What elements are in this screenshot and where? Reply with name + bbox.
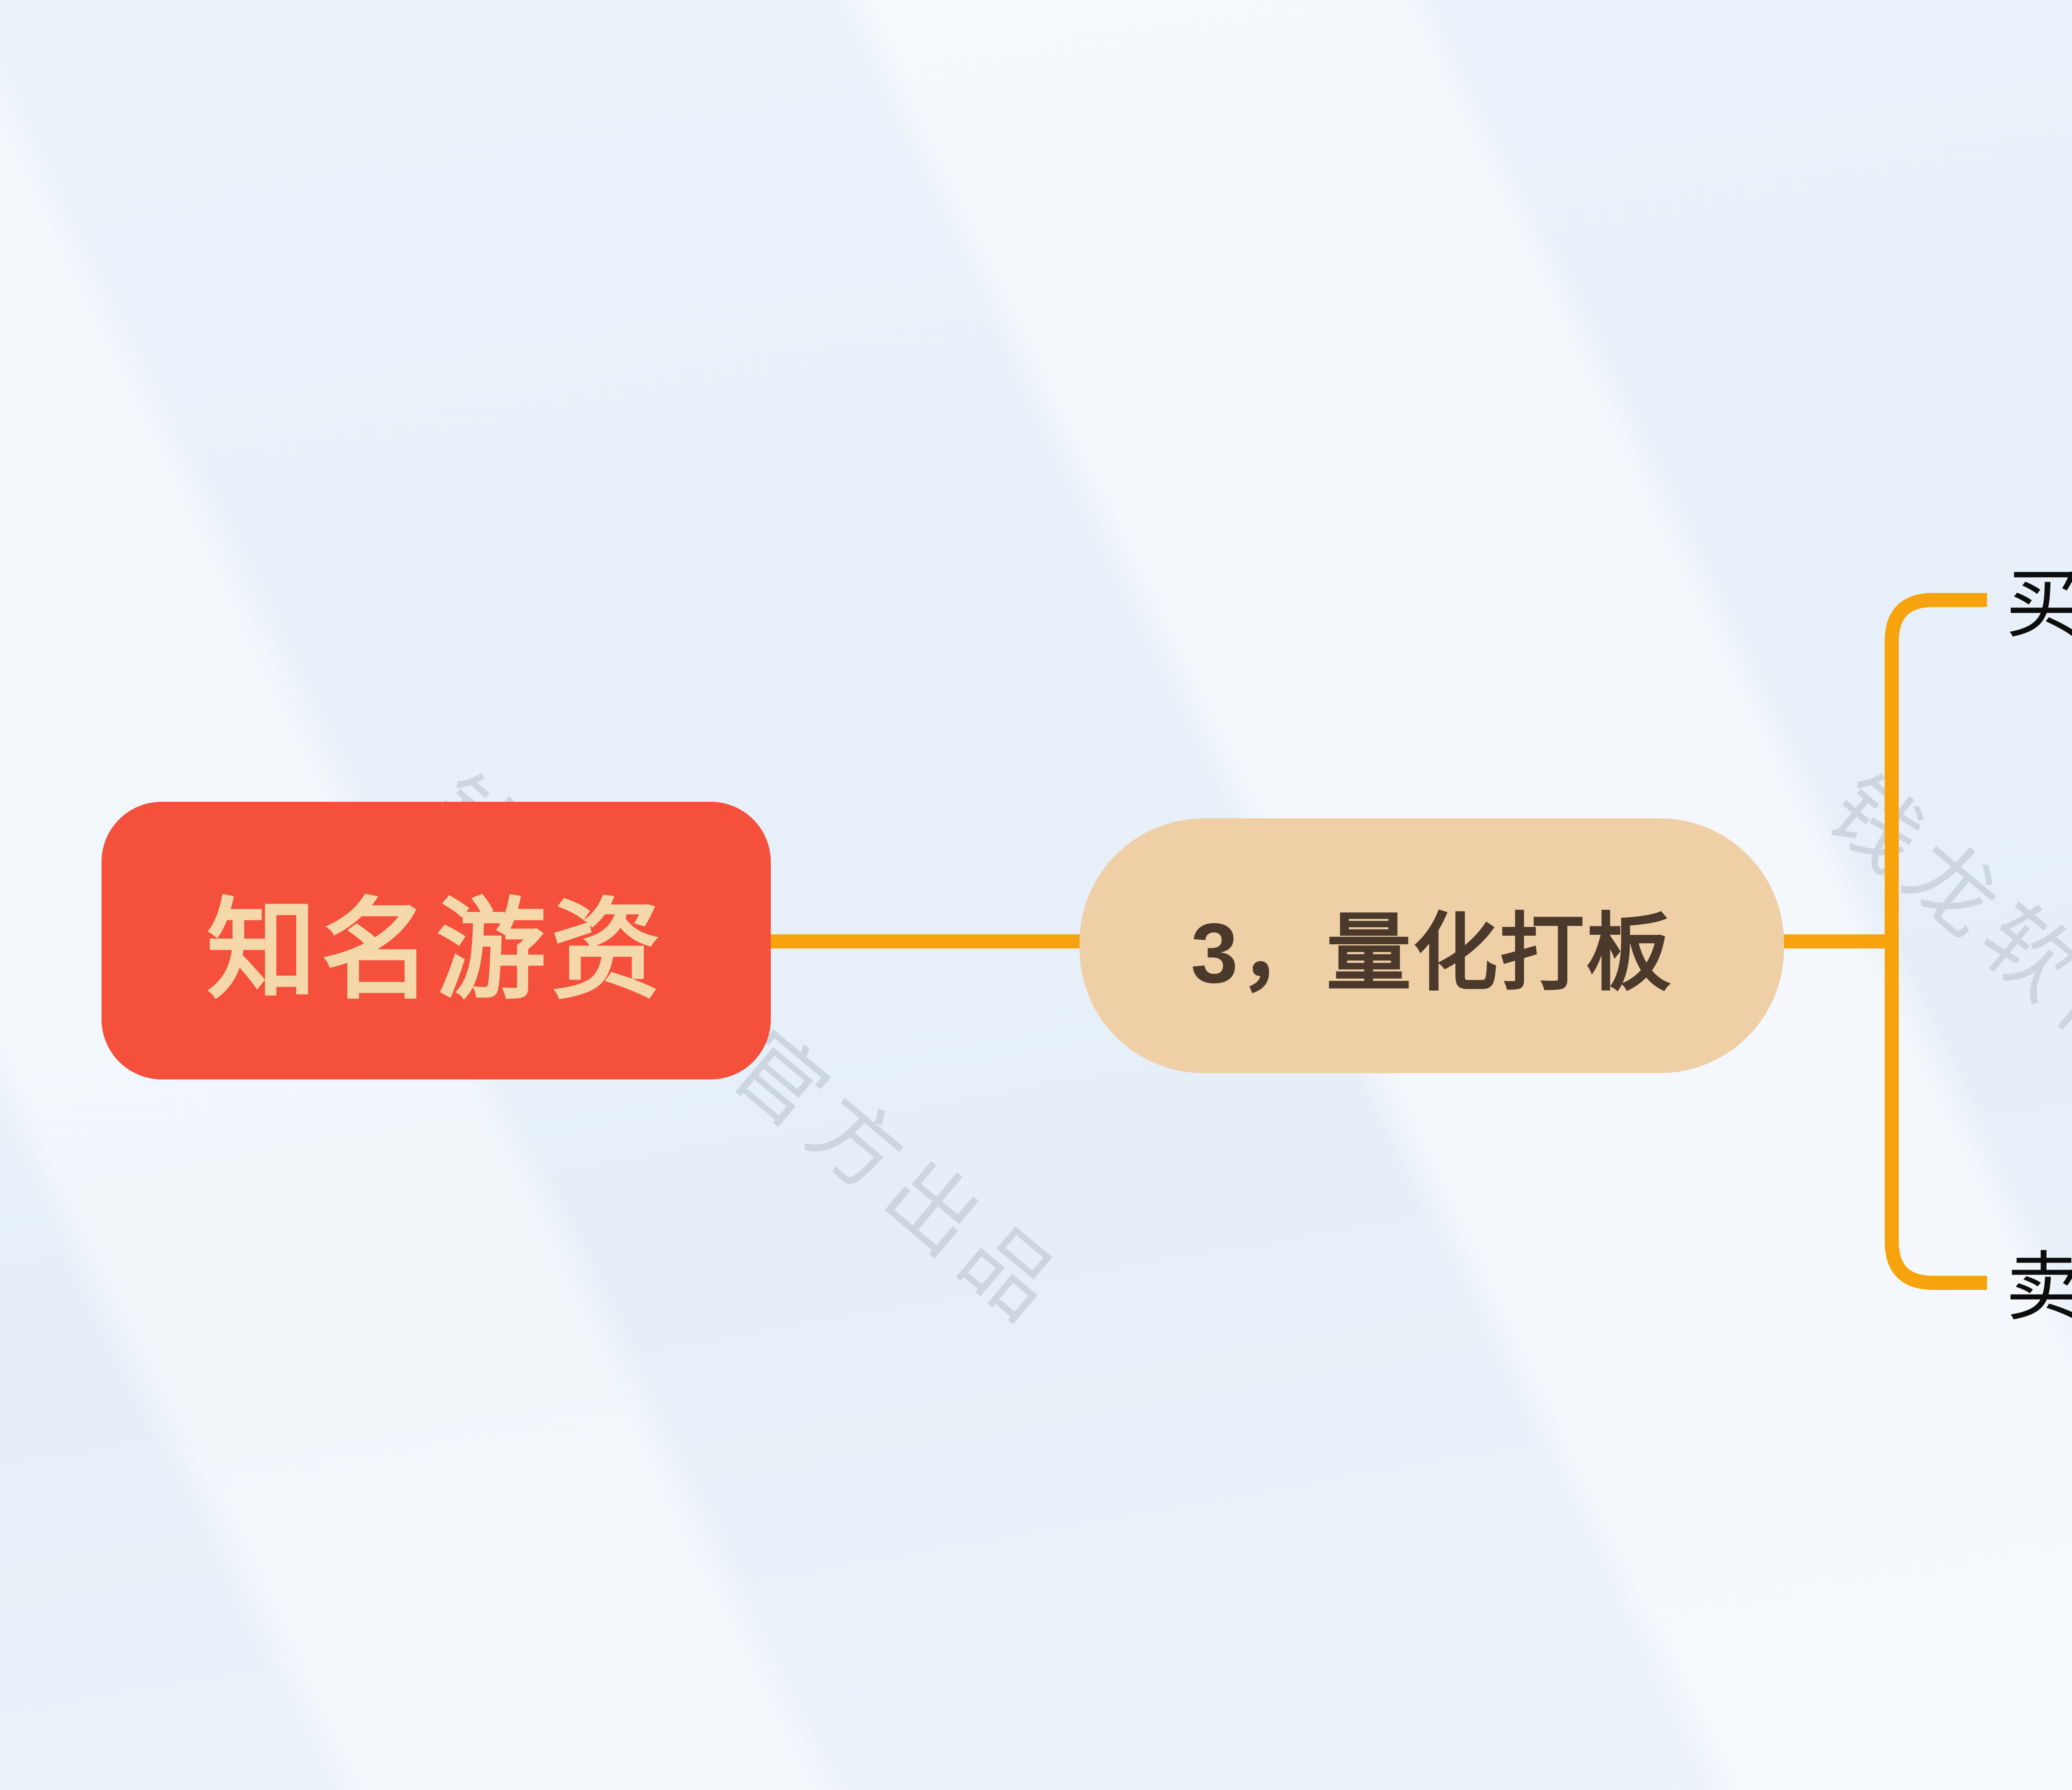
topic-node: 3，量化打板: [1080, 818, 1784, 1073]
root-node: 知名游资: [102, 802, 771, 1079]
branch-label-sell: 卖出：: [2006, 1245, 2072, 1330]
branch-label-buy: 买入：: [2006, 562, 2072, 647]
bracket-main: [1885, 593, 1987, 1290]
